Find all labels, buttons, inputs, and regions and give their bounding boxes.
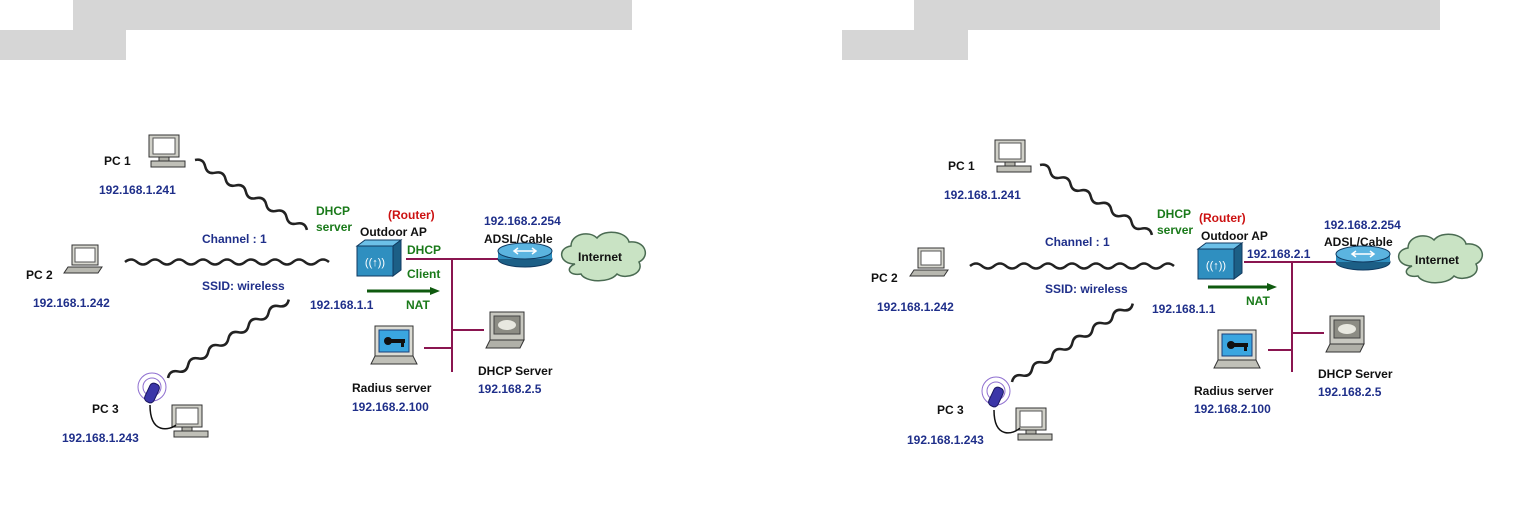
pc3-ip: 192.168.1.243	[62, 431, 139, 445]
modem-label: ADSL/Cable	[484, 232, 553, 246]
diagram-left: PC 1 192.168.1.241 PC 2 192.168.1.242 PC…	[26, 134, 647, 445]
router-tag: (Router)	[388, 208, 435, 222]
dhcp-server-tag-line1: DHCP	[316, 204, 350, 218]
pc1-ip: 192.168.1.241	[99, 183, 176, 197]
pc1-ip: 192.168.1.241	[944, 188, 1021, 202]
ap-wan-mode-line2: Client	[407, 267, 440, 281]
header-bar-left-top	[73, 0, 632, 30]
pc2-laptop-icon	[63, 244, 103, 274]
wireless-link-pc2	[969, 262, 1175, 270]
header-bar-right-tab	[842, 30, 968, 60]
dhcp-server-name: DHCP Server	[478, 364, 553, 378]
ap-wan-ip: 192.168.2.1	[1247, 247, 1311, 261]
outdoor-ap-icon	[356, 239, 402, 277]
radius-server-name: Radius server	[352, 381, 432, 395]
wireless-link-pc1	[1039, 163, 1154, 236]
pc1-desktop-icon	[994, 139, 1032, 173]
wireless-link-pc2	[124, 258, 330, 266]
pc1-name: PC 1	[948, 159, 975, 173]
dhcp-server-tag-line2: server	[1157, 223, 1193, 237]
channel-label: Channel : 1	[1045, 235, 1110, 249]
wireless-link-pc1	[194, 158, 309, 231]
router-icon	[1335, 245, 1391, 271]
header-bar-right-top	[914, 0, 1440, 30]
nat-label: NAT	[1246, 294, 1270, 308]
dhcp-server-icon	[1325, 315, 1365, 353]
pc3-name: PC 3	[92, 402, 119, 416]
pc3-antenna-cable	[149, 404, 177, 430]
pc2-laptop-icon	[909, 247, 949, 277]
router-tag: (Router)	[1199, 211, 1246, 225]
nat-arrow	[1208, 283, 1277, 291]
pc1-name: PC 1	[104, 154, 131, 168]
pc3-antenna-icon	[981, 376, 1011, 409]
nat-arrow	[367, 287, 440, 295]
internet-label: Internet	[578, 250, 622, 264]
wireless-link-pc3	[166, 299, 290, 379]
pc1-desktop-icon	[148, 134, 186, 168]
outdoor-ap-icon	[1197, 242, 1243, 280]
pc3-desktop-icon	[171, 404, 209, 438]
ap-name: Outdoor AP	[1201, 229, 1268, 243]
radius-server-ip: 192.168.2.100	[352, 400, 429, 414]
radius-server-icon	[1213, 329, 1261, 369]
modem-label: ADSL/Cable	[1324, 235, 1393, 249]
internet-label: Internet	[1415, 253, 1459, 267]
pc3-desktop-icon	[1015, 407, 1053, 441]
radius-server-ip: 192.168.2.100	[1194, 402, 1271, 416]
channel-label: Channel : 1	[202, 232, 267, 246]
ssid-label: SSID: wireless	[202, 279, 285, 293]
dhcp-server-ip: 192.168.2.5	[478, 382, 542, 396]
dhcp-server-tag-line1: DHCP	[1157, 207, 1191, 221]
ap-wan-mode-line1: DHCP	[407, 243, 441, 257]
ap-name: Outdoor AP	[360, 225, 427, 239]
diagram-right: PC 1 192.168.1.241 PC 2 192.168.1.242 PC…	[871, 139, 1484, 447]
wireless-link-pc3	[1010, 303, 1134, 383]
pc2-name: PC 2	[871, 271, 898, 285]
pc2-ip: 192.168.1.242	[33, 296, 110, 310]
pc3-name: PC 3	[937, 403, 964, 417]
dhcp-server-icon	[485, 311, 525, 349]
pc2-ip: 192.168.1.242	[877, 300, 954, 314]
radius-server-name: Radius server	[1194, 384, 1274, 398]
router-icon	[497, 242, 553, 268]
dhcp-server-name: DHCP Server	[1318, 367, 1393, 381]
pc2-name: PC 2	[26, 268, 53, 282]
ssid-label: SSID: wireless	[1045, 282, 1128, 296]
nat-label: NAT	[406, 298, 430, 312]
pc3-antenna-icon	[137, 372, 167, 405]
header-bar-left-tab	[0, 30, 126, 60]
dhcp-server-tag-line2: server	[316, 220, 352, 234]
ap-lan-ip: 192.168.1.1	[310, 298, 374, 312]
dhcp-server-ip: 192.168.2.5	[1318, 385, 1382, 399]
pc3-ip: 192.168.1.243	[907, 433, 984, 447]
gateway-ip: 192.168.2.254	[484, 214, 561, 228]
ap-lan-ip: 192.168.1.1	[1152, 302, 1216, 316]
pc3-antenna-cable	[993, 409, 1021, 434]
gateway-ip: 192.168.2.254	[1324, 218, 1401, 232]
radius-server-icon	[370, 325, 418, 365]
